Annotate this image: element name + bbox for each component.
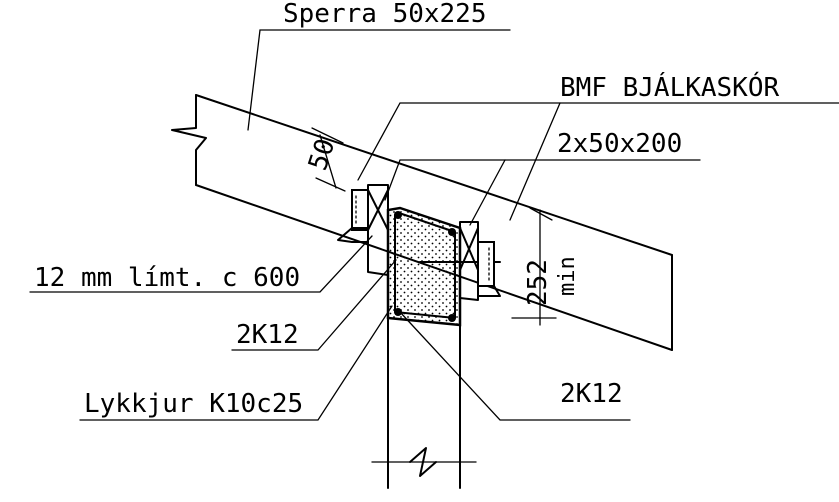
depth-note: min [555, 256, 580, 296]
rafter-label: Sperra 50x225 [283, 0, 487, 29]
rafter-break-mark [171, 94, 207, 186]
rafter [171, 94, 673, 351]
glulam-label: 12 mm límt. c 600 [34, 263, 300, 293]
rebar-dot [394, 211, 402, 219]
leader-lines [29, 29, 839, 421]
column-break-mark [409, 447, 437, 477]
rebar-dot [394, 308, 402, 316]
hanger-label: BMF BJÁLKASKÓR [560, 71, 779, 103]
rebar-dot [448, 314, 456, 322]
depth-dimension [511, 207, 557, 326]
rebar-bottom-label: 2K12 [560, 379, 623, 409]
rebar-dot [448, 228, 456, 236]
concrete-beam [386, 206, 462, 327]
stirrups-label: Lykkjur K10c25 [84, 389, 303, 419]
plank-label: 2x50x200 [557, 129, 682, 159]
depth-value: 252 [523, 259, 553, 306]
column [371, 299, 477, 489]
bmf-hanger-left [337, 189, 369, 243]
rebar-top-label: 2K12 [236, 320, 299, 350]
bmf-hanger-right [477, 241, 501, 297]
